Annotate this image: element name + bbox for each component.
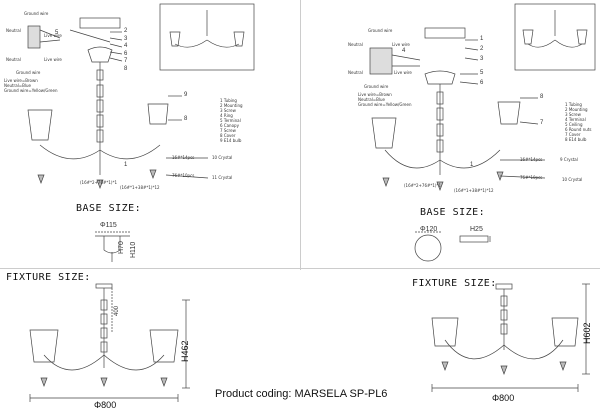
right-fixture-height: H602 <box>582 322 592 344</box>
left-ground-wire-top: Ground wire <box>24 11 49 16</box>
left-callout-2: 2 <box>124 28 128 34</box>
left-fixture-diameter: Φ800 <box>94 400 117 410</box>
left-crystal-note-1: 16#*14pcs <box>172 155 195 160</box>
product-coding: Product coding: MARSELA SP-PL6 <box>215 388 388 400</box>
left-fixture-size-title: FIXTURE SIZE: <box>6 272 91 283</box>
right-wire-note-1: Live wire=Brown <box>358 92 392 97</box>
right-callout-8: 8 <box>540 94 544 100</box>
left-live-wire-label-2: Live wire <box>44 57 62 62</box>
right-ground-wire-top: Ground wire <box>368 28 393 33</box>
right-crystal-label-1: 9 Crystal <box>560 157 578 162</box>
left-crystal-note-2: 76#*10pcs <box>172 173 195 178</box>
right-callout-5: 5 <box>480 70 484 76</box>
left-base-size-title: BASE SIZE: <box>76 203 142 214</box>
right-wire-note-3: Ground wire=Yellow/Green <box>358 102 412 107</box>
right-ground-wire-bottom: Ground wire <box>364 84 389 89</box>
left-wire-note-3: Ground wire=Yellow/Green <box>4 88 58 93</box>
left-callout-6: 6 <box>124 51 128 57</box>
left-crystal-label-1: 10 Crystal <box>212 155 233 160</box>
vertical-divider <box>300 0 301 270</box>
left-base-diameter: Φ115 <box>100 222 117 229</box>
right-install-diagram <box>369 3 596 191</box>
right-fixture-size-title: FIXTURE SIZE: <box>412 278 497 289</box>
left-neutral-label: Neutral <box>6 28 21 33</box>
right-part-8: 8 E14 bulb <box>565 137 587 142</box>
left-callout-3: 3 <box>124 36 128 42</box>
left-part-2: 2 Mounting <box>220 103 243 108</box>
left-base-h-outer: H110 <box>130 241 137 258</box>
right-callout-1: 1 <box>480 36 484 42</box>
right-crystal-label-2: 10 Crystal <box>562 177 583 182</box>
right-fixture-diameter: Φ800 <box>492 393 515 403</box>
right-part-7: 7 Cover <box>565 132 581 137</box>
left-fixture-drawing <box>29 283 190 402</box>
left-base-drawing <box>95 231 130 262</box>
right-part-2: 2 Mounting <box>565 107 588 112</box>
right-callout-2: 2 <box>480 46 484 52</box>
horizontal-divider <box>0 268 600 269</box>
left-part-3: 3 Screw <box>220 108 236 113</box>
right-part-4: 4 Terminal <box>565 117 586 122</box>
right-crystal-note-2: 76#*10pcs <box>520 175 543 180</box>
right-neutral-label: Neutral <box>348 42 363 47</box>
left-neutral-label-2: Neutral <box>6 57 21 62</box>
left-callout-8: 8 <box>124 66 128 72</box>
left-part-9: 9 E14 bulb <box>220 138 242 143</box>
left-part-7: 7 Screw <box>220 128 236 133</box>
left-live-wire-label: Live wire <box>44 33 62 38</box>
left-fixture-height: H462 <box>180 340 190 362</box>
right-part-5: 5 Ceiling <box>565 122 583 127</box>
left-part-8: 8 Cover <box>220 133 236 138</box>
left-callout-8b: 8 <box>184 116 188 122</box>
right-wire-note-2: Neutral=Blue <box>358 97 385 102</box>
left-callout-1: 1 <box>124 162 128 168</box>
left-callout-4: 4 <box>124 43 128 49</box>
right-parts-list: 1 Tubing 2 Mounting 3 Screw 4 Terminal 5… <box>565 102 591 142</box>
left-ground-wire-bottom: Ground wire <box>16 70 41 75</box>
right-base-drawing <box>414 231 491 262</box>
left-wire-note-2: Neutral=Blue <box>4 83 31 88</box>
left-part-1: 1 Tubing <box>220 98 237 103</box>
left-callout-5: 5 <box>55 30 59 36</box>
left-callout-7: 7 <box>124 58 128 64</box>
right-base-diameter: Φ120 <box>420 226 438 233</box>
right-base-size-title: BASE SIZE: <box>420 207 486 218</box>
left-callout-9: 9 <box>184 92 188 98</box>
right-crystal-note-1: 16#*14pcs <box>520 157 543 162</box>
right-callout-7: 7 <box>540 120 544 126</box>
left-wire-note-1: Live wire=Brown <box>4 78 38 83</box>
right-base-height: H25 <box>470 226 483 233</box>
left-crystal-label-2: 11 Crystal <box>212 175 233 180</box>
left-fixture-drop: 400 <box>114 305 120 316</box>
left-install-diagram <box>27 3 255 189</box>
left-parts-list: 1 Tubing 2 Mounting 3 Screw 4 Ring 5 Ter… <box>220 98 243 143</box>
left-part-5: 5 Terminal <box>220 118 241 123</box>
right-callout-4: 4 <box>402 48 406 54</box>
left-arm-note-2: (16#*1+38#*1)*12 <box>120 185 160 190</box>
right-part-3: 3 Screw <box>565 112 581 117</box>
right-fixture-drawing <box>431 283 590 392</box>
right-part-1: 1 Tubing <box>565 102 582 107</box>
right-callout-1b: 1 <box>470 162 474 168</box>
left-arm-note-1: (16#*2+76#*1)*1 <box>80 180 117 185</box>
right-callout-3: 3 <box>480 56 484 62</box>
right-live-wire-label-2: Live wire <box>394 70 412 75</box>
right-arm-note-1: (16#*2+76#*1)*1 <box>404 183 441 188</box>
right-part-6: 6 Round nuts <box>565 127 592 132</box>
right-arm-note-2: (16#*1+38#*1)*12 <box>454 188 494 193</box>
left-part-4: 4 Ring <box>220 113 233 118</box>
left-base-h-inner: H70 <box>118 241 125 254</box>
right-callout-6: 6 <box>480 80 484 86</box>
right-live-wire-label: Live wire <box>392 42 410 47</box>
right-neutral-label-2: Neutral <box>348 70 363 75</box>
left-part-6: 6 Canopy <box>220 123 239 128</box>
